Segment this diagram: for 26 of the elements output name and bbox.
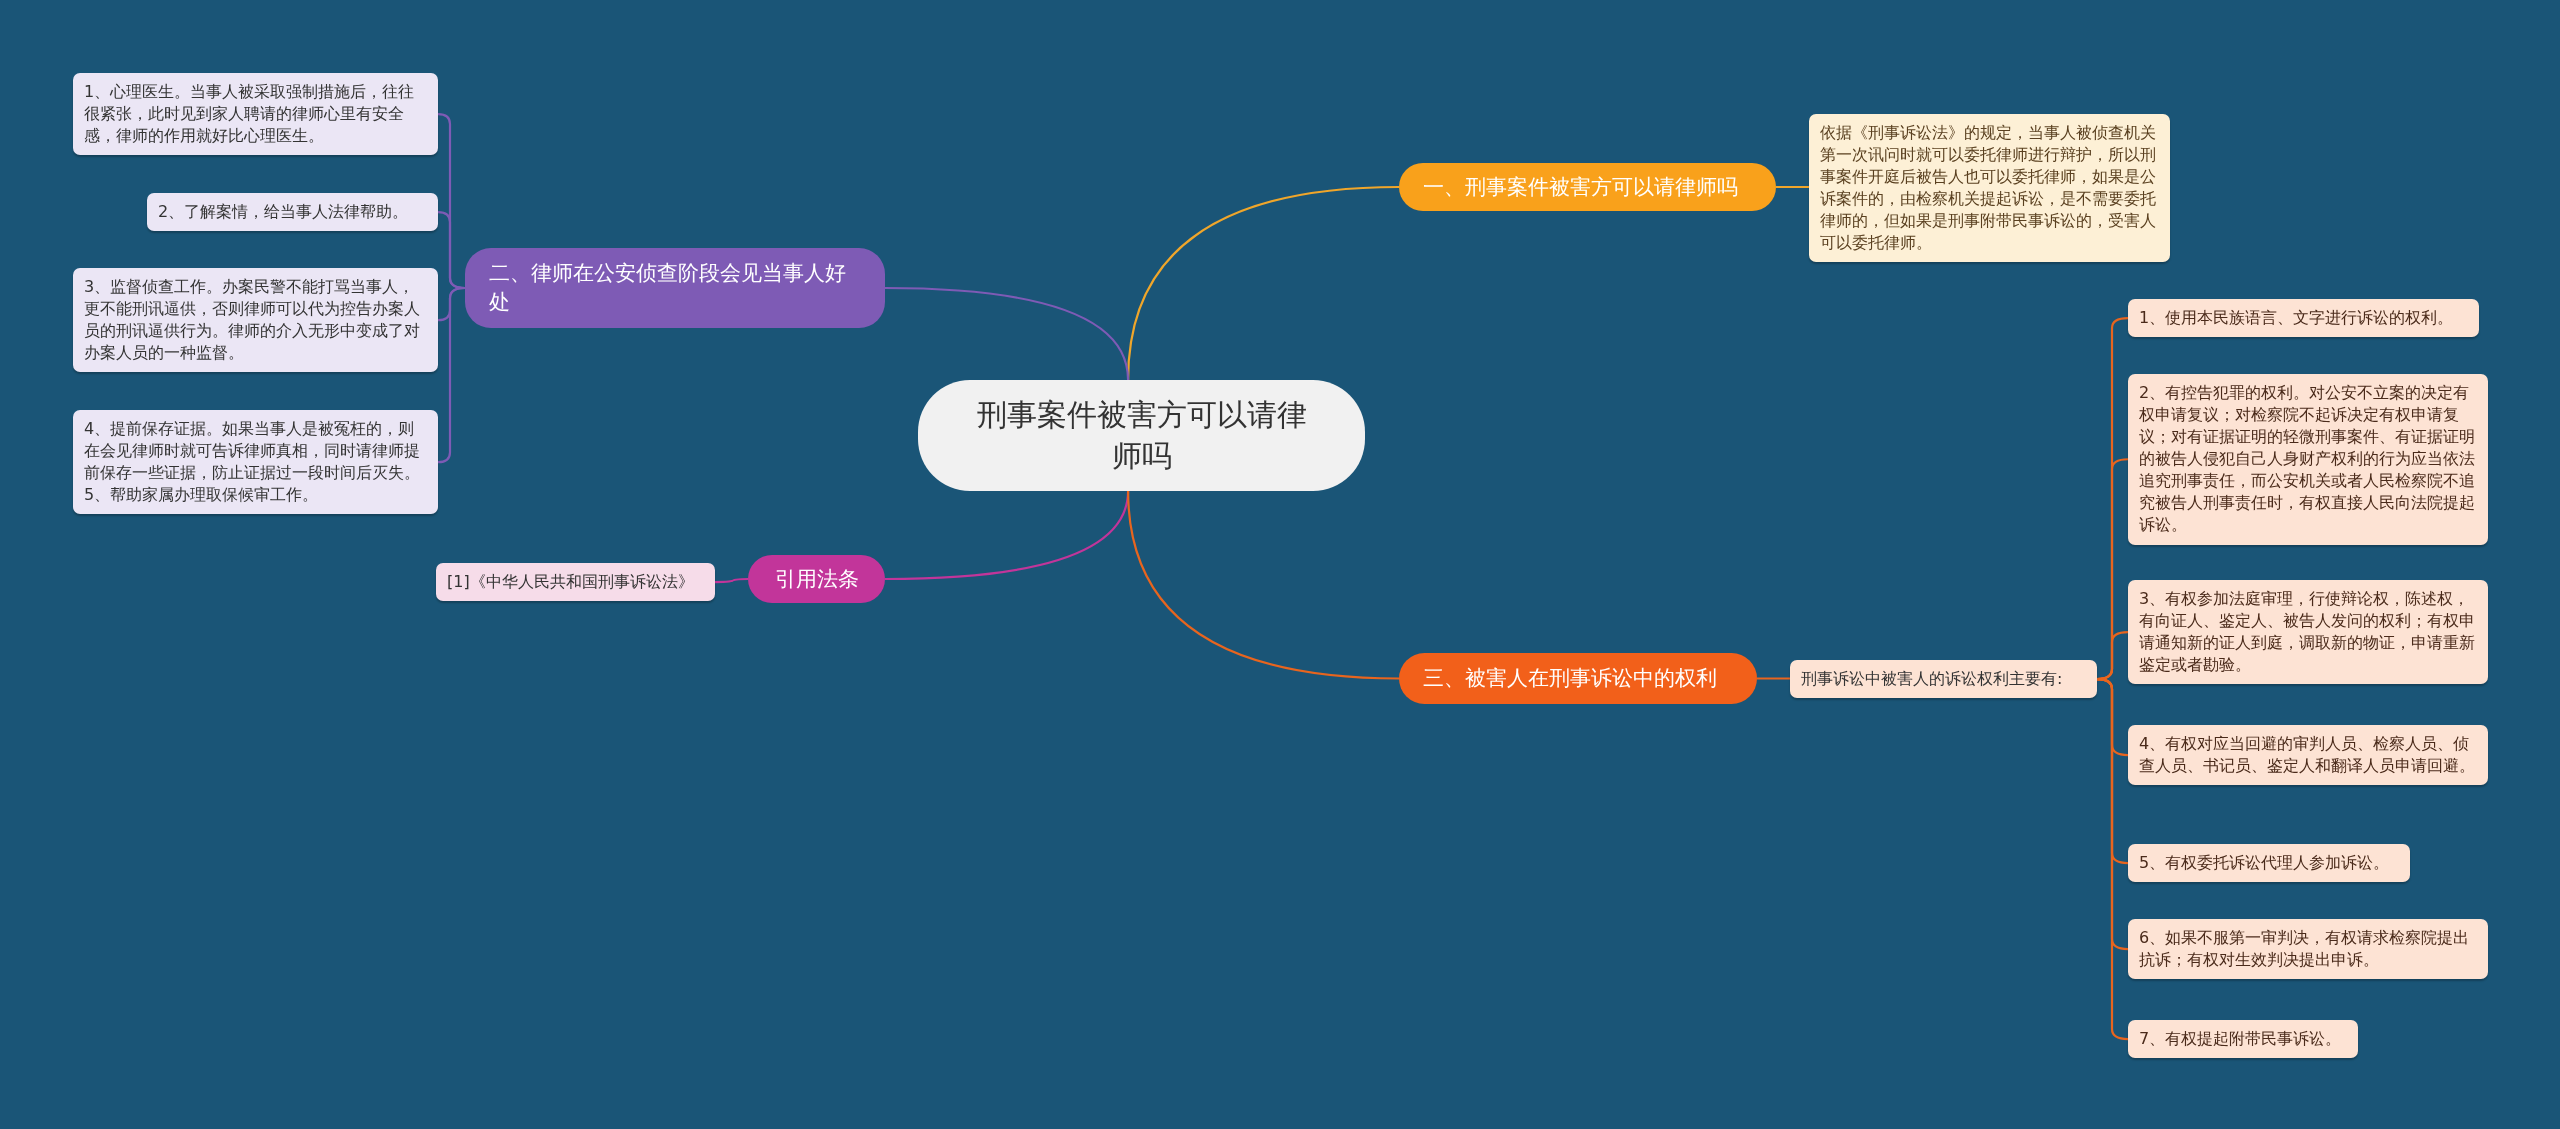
central-topic: 刑事案件被害方可以请律师吗: [918, 380, 1365, 491]
note-box: [1]《中华人民共和国刑事诉讼法》: [436, 563, 715, 602]
connector-line: [715, 577, 748, 584]
connector-line: [885, 286, 1130, 381]
connector-line: [1127, 490, 1400, 680]
note-box: 1、心理医生。当事人被采取强制措施后，往往很紧张，此时见到家人聘请的律师心里有安全感，律师的作用就好比心理医生。: [73, 73, 438, 156]
note-box: 6、如果不服第一审判决，有权请求检察院提出抗诉；有权对生效判决提出申诉。: [2128, 919, 2488, 980]
note-box: 2、有控告犯罪的权利。对公安不立案的决定有权申请复议；对检察院不起诉决定有权申请复议；对有证据证明的轻微刑事案件、有证据证明的被告人侵犯自己人身财产权利的行为应当依法追究刑事责任，而公安机关或者人民检察院不追究被告人刑事责任时，有权直接人民向法院提起诉讼。: [2128, 374, 2488, 545]
connector-line: [2096, 677, 2129, 1041]
note-box: 3、监督侦查工作。办案民警不能打骂当事人，更不能刑讯逼供，否则律师可以代为控告办案人员的刑讯逼供行为。律师的介入无形中变成了对办案人员的一种监督。: [73, 268, 438, 373]
branch-topic: 二、律师在公安侦查阶段会见当事人好处: [465, 248, 885, 328]
branch-topic: 三、被害人在刑事诉讼中的权利: [1399, 653, 1757, 704]
note-box: 1、使用本民族语言、文字进行诉讼的权利。: [2128, 299, 2479, 338]
branch-topic: 引用法条: [748, 555, 885, 603]
connector-line: [1776, 185, 1809, 189]
note-box: 3、有权参加法庭审理，行使辩论权，陈述权，有向证人、鉴定人、被告人发问的权利；有权申请通知新的证人到庭，调取新的物证，申请重新鉴定或者勘验。: [2128, 580, 2488, 685]
note-box: 4、有权对应当回避的审判人员、检察人员、侦查人员、书记员、鉴定人和翻译人员申请回避。: [2128, 725, 2488, 786]
note-box: 2、了解案情，给当事人法律帮助。: [147, 193, 438, 232]
note-box: 刑事诉讼中被害人的诉讼权利主要有:: [1790, 660, 2097, 699]
connector-line: [1757, 677, 1790, 680]
connector-line: [437, 286, 466, 464]
note-box: 7、有权提起附带民事诉讼。: [2128, 1020, 2358, 1059]
note-box: 依据《刑事诉讼法》的规定，当事人被侦查机关第一次讯问时就可以委托律师进行辩护，所以刑事案件开庭后被告人也可以委托律师，如果是公诉案件的，由检察机关提起诉讼，是不需要委托律师的，但如果是刑事附带民事诉讼的，受害人可以委托律师。: [1809, 114, 2170, 263]
note-box: 4、提前保存证据。如果当事人是被冤枉的，则在会见律师时就可告诉律师真相，同时请律师提前保存一些证据，防止证据过一段时间后灭失。 5、帮助家属办理取保候审工作。: [73, 410, 438, 515]
note-box: 5、有权委托诉讼代理人参加诉讼。: [2128, 844, 2410, 883]
branch-topic: 一、刑事案件被害方可以请律师吗: [1399, 163, 1776, 211]
